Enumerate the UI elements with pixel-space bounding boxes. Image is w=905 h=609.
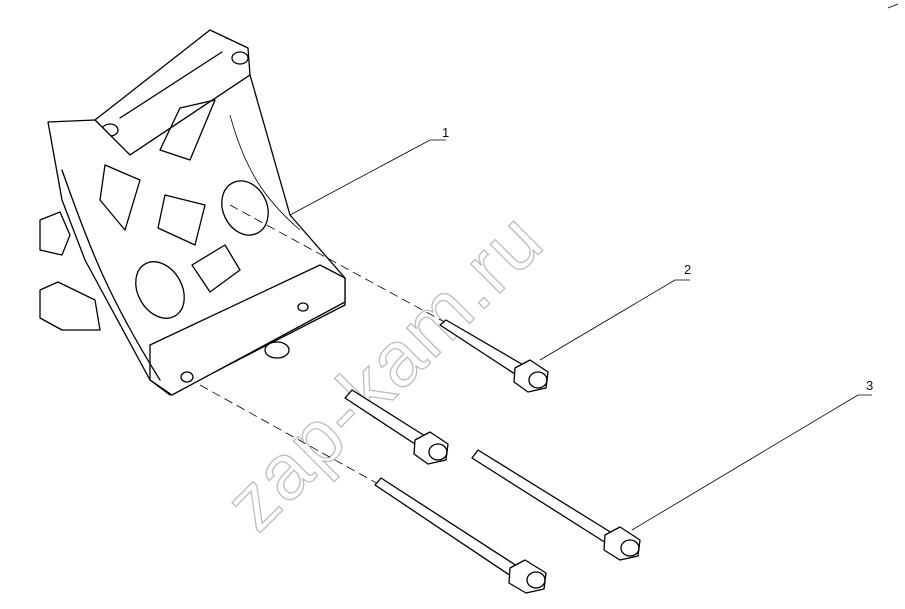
callout-3: 3 [866, 378, 873, 393]
alignment-line-lower [199, 384, 381, 486]
bolt-lower [374, 477, 547, 594]
bracket-part-1 [39, 29, 346, 396]
leader-line-3 [631, 394, 872, 531]
bolt-middle [344, 389, 449, 465]
corner-mark [887, 3, 899, 9]
bolt-part-3 [471, 449, 641, 561]
bolt-part-2 [439, 319, 549, 393]
callout-1: 1 [442, 125, 449, 140]
leader-line-1 [289, 139, 446, 216]
callout-2: 2 [684, 262, 691, 277]
leader-line-2 [539, 279, 690, 361]
